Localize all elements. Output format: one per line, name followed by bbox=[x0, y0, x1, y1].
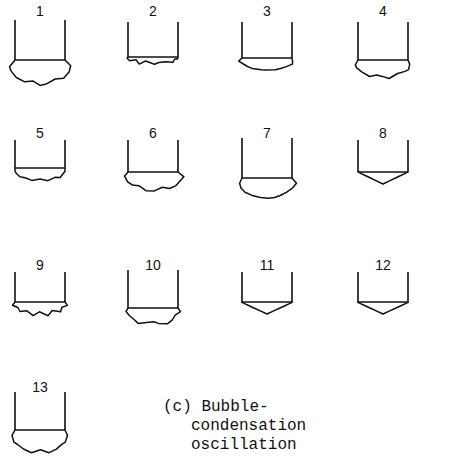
pipe-outlet bbox=[242, 138, 292, 178]
pipe-outlet bbox=[15, 20, 65, 60]
pipe-outlet bbox=[15, 392, 65, 430]
figure-number: 3 bbox=[263, 4, 271, 18]
pipe-outlet bbox=[128, 22, 178, 57]
steam-bubble bbox=[126, 308, 181, 324]
steam-bubble bbox=[358, 302, 408, 314]
figure-number: 4 bbox=[379, 4, 387, 18]
pipe-outlet bbox=[128, 270, 178, 308]
steam-bubble bbox=[242, 302, 292, 314]
pipe-outlet bbox=[15, 140, 65, 168]
pipe-outlet bbox=[358, 22, 408, 60]
steam-bubble bbox=[15, 168, 65, 181]
steam-bubble bbox=[239, 58, 293, 70]
steam-bubble bbox=[125, 172, 184, 191]
figure-number: 12 bbox=[375, 258, 391, 272]
steam-bubble bbox=[358, 172, 408, 184]
pipe-outlet bbox=[358, 140, 408, 172]
figure-number: 10 bbox=[145, 258, 161, 272]
figure-number: 2 bbox=[149, 4, 157, 18]
steam-bubble bbox=[12, 430, 68, 453]
steam-bubble bbox=[127, 57, 178, 64]
figure-caption: (c) Bubble-condensation oscillation bbox=[163, 398, 381, 455]
figure-number: 8 bbox=[379, 126, 387, 140]
figure-number: 9 bbox=[36, 258, 44, 272]
figure-number: 13 bbox=[32, 380, 48, 394]
figure-number: 11 bbox=[260, 258, 275, 272]
steam-bubble bbox=[240, 178, 297, 198]
pipe-outlet bbox=[15, 272, 65, 302]
figure-number: 6 bbox=[149, 126, 157, 140]
figure-number: 5 bbox=[36, 126, 44, 140]
steam-bubble bbox=[355, 60, 409, 79]
pipe-outlet bbox=[358, 272, 408, 302]
steam-bubble bbox=[10, 60, 71, 85]
figure-number: 7 bbox=[263, 126, 271, 140]
pipe-outlet bbox=[242, 22, 292, 58]
pipe-outlet bbox=[242, 272, 292, 302]
pipe-outlet bbox=[128, 140, 178, 172]
figure-number: 1 bbox=[36, 4, 44, 18]
steam-bubble bbox=[13, 302, 68, 316]
